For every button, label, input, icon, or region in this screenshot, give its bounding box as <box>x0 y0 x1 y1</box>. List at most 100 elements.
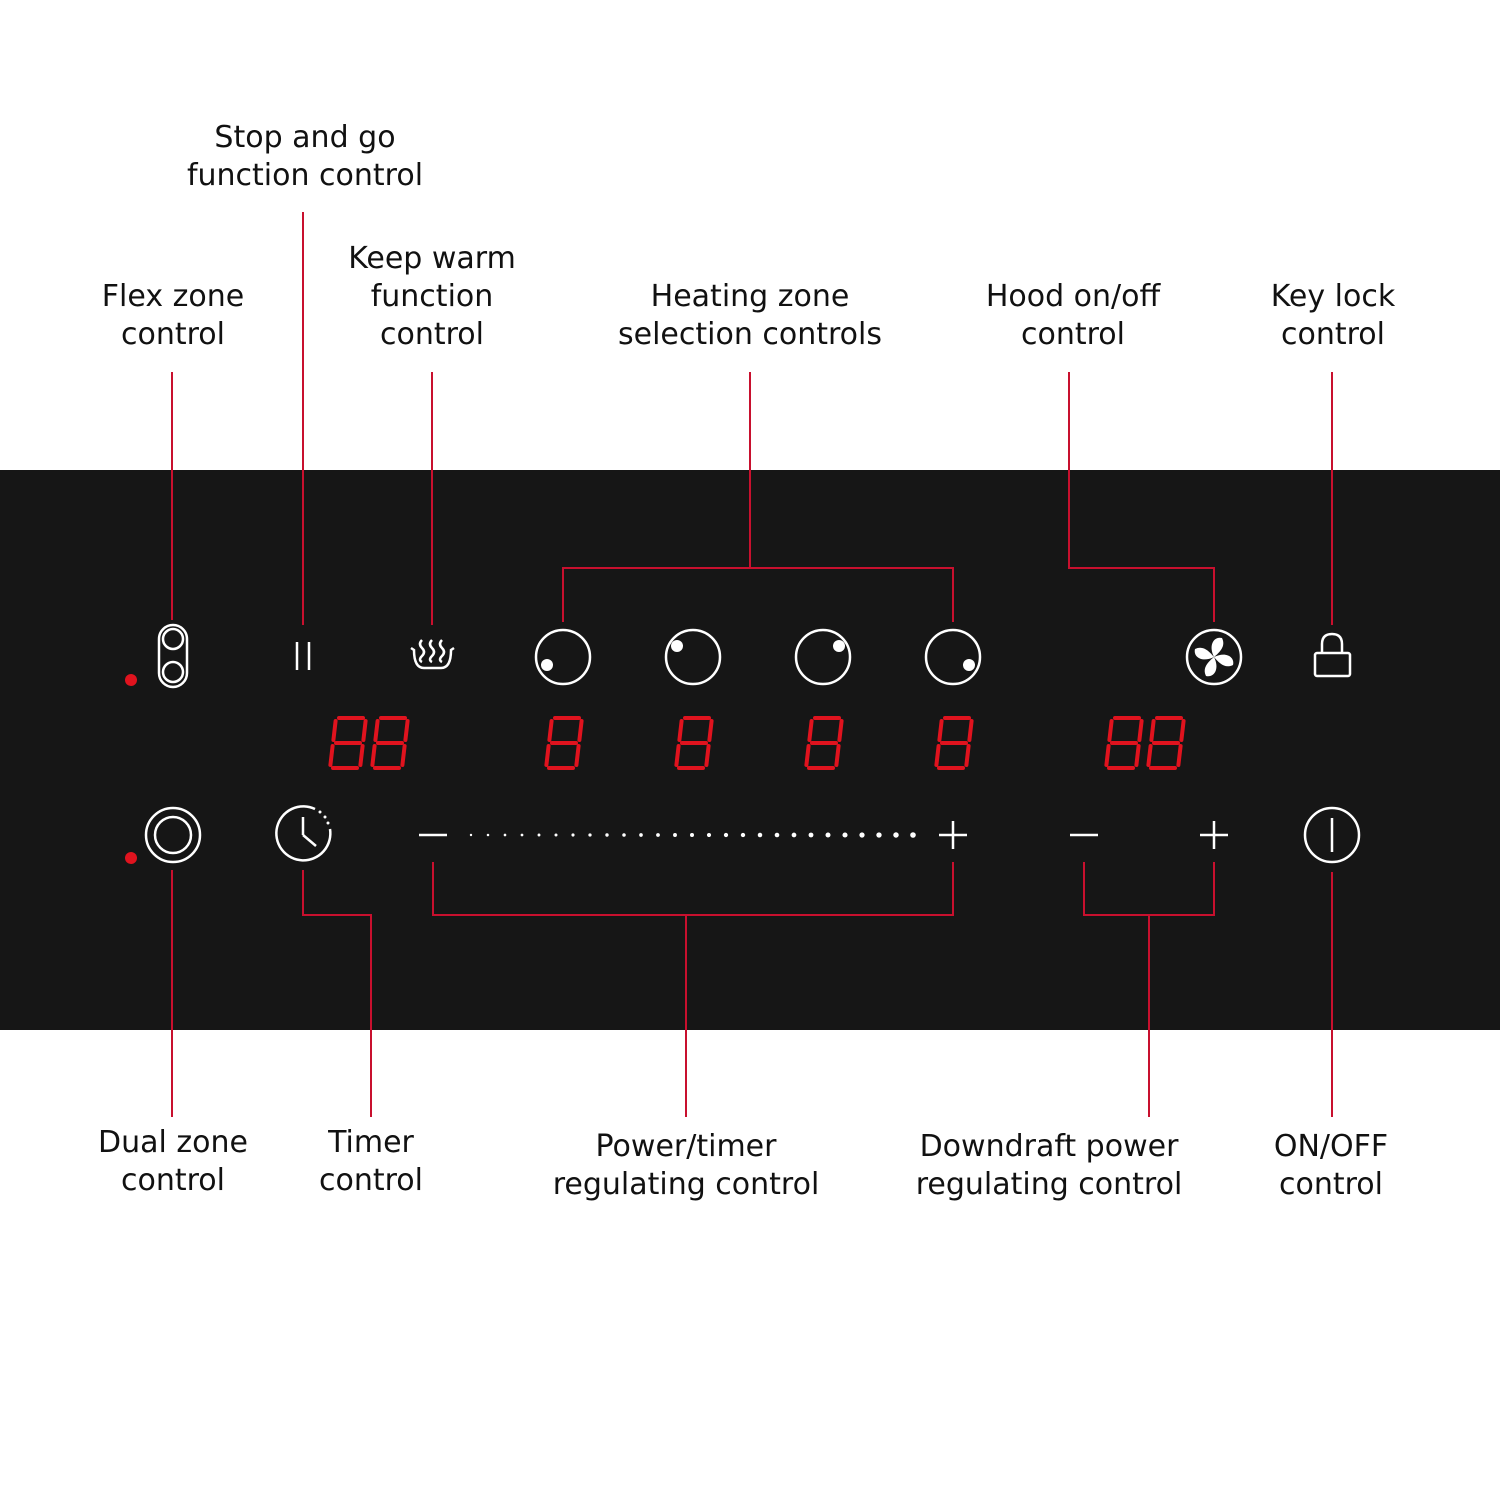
digit-segment <box>834 744 841 767</box>
digit-segment <box>370 744 377 767</box>
leader-timer <box>302 870 372 1117</box>
digit-segment <box>1146 744 1153 767</box>
digit-segment <box>937 719 944 742</box>
digit-segment <box>707 719 714 742</box>
flex-zone-icon[interactable] <box>157 623 189 689</box>
leader-heating-zone-bracket <box>562 567 954 622</box>
zone-4-display-digit <box>934 716 974 770</box>
digit-segment <box>1176 744 1183 767</box>
left-display-digit <box>370 716 410 770</box>
slider-dot <box>639 833 643 837</box>
zone-3-display-digit <box>804 716 844 770</box>
digit-displays <box>328 716 1186 770</box>
digit-segment <box>1104 744 1111 767</box>
digit-segment <box>1179 719 1186 742</box>
digit-segment <box>547 719 554 742</box>
dual-zone-icon[interactable] <box>144 806 202 864</box>
zone-2-display-digit <box>674 716 714 770</box>
label-key-lock: Key lock control <box>1270 279 1396 352</box>
timer-icon[interactable] <box>275 805 332 862</box>
slider-dot <box>520 833 524 837</box>
digit-segment <box>331 719 338 742</box>
label-stop-go: Stop and go function control <box>186 120 424 193</box>
digit-segment <box>967 719 974 742</box>
label-keep-warm: Keep warm function control <box>348 241 516 352</box>
pause-icon[interactable] <box>295 642 311 670</box>
slider-dot <box>825 832 831 838</box>
slider-dot <box>706 832 712 838</box>
label-timer: Timer control <box>319 1125 423 1198</box>
digit-segment <box>934 744 941 767</box>
slider-dot <box>842 832 848 838</box>
slider-dot <box>690 833 694 837</box>
slider-dot <box>774 832 780 838</box>
power-slider-plus-icon[interactable] <box>939 821 967 849</box>
slider-dot <box>486 833 490 837</box>
zone-2-icon[interactable] <box>664 628 722 686</box>
zone-4-icon[interactable] <box>924 628 982 686</box>
digit-segment <box>1107 719 1114 742</box>
digit-segment <box>964 744 971 767</box>
digit-segment <box>403 719 410 742</box>
digit-segment <box>1149 719 1156 742</box>
digit-segment <box>328 744 335 767</box>
slider-dot <box>673 833 677 837</box>
digit-segment <box>1137 719 1144 742</box>
power-icon[interactable] <box>1303 806 1361 864</box>
digit-segment <box>358 744 365 767</box>
dual-zone-led <box>125 852 137 864</box>
leader-hood <box>1068 372 1215 622</box>
digit-segment <box>804 744 811 767</box>
slider-dot <box>503 833 507 837</box>
label-heating-zone: Heating zone selection controls <box>618 279 882 352</box>
label-dual-zone: Dual zone control <box>98 1125 248 1198</box>
digit-segment <box>807 719 814 742</box>
digit-segment <box>704 744 711 767</box>
digit-segment <box>400 744 407 767</box>
label-downdraft: Downdraft power regulating control <box>915 1129 1183 1202</box>
fan-icon[interactable] <box>1185 628 1243 686</box>
slider-dot <box>757 832 763 838</box>
label-on-off: ON/OFF control <box>1273 1129 1389 1202</box>
digit-segment <box>544 744 551 767</box>
label-power-timer: Power/timer regulating control <box>552 1129 820 1202</box>
slider-dot <box>740 832 746 838</box>
digit-segment <box>577 719 584 742</box>
keep-warm-icon[interactable] <box>410 639 455 670</box>
slider-dot <box>554 833 558 837</box>
zone-3-icon[interactable] <box>794 628 852 686</box>
slider-dot <box>808 832 814 838</box>
digit-segment <box>674 744 681 767</box>
slider-dot <box>791 832 797 838</box>
power-slider-track[interactable] <box>469 832 916 838</box>
downdraft-plus-icon[interactable] <box>1200 821 1228 849</box>
flex-zone-led <box>125 674 137 686</box>
slider-dot <box>859 832 865 838</box>
digit-segment <box>837 719 844 742</box>
digit-segment <box>677 719 684 742</box>
slider-dot <box>605 833 609 837</box>
right-display-digit <box>1104 716 1144 770</box>
slider-dot <box>571 833 575 837</box>
slider-dot <box>622 833 626 837</box>
slider-dot <box>876 832 882 838</box>
slider-dot <box>588 833 592 837</box>
zone-1-icon[interactable] <box>534 628 592 686</box>
zone-1-display-digit <box>544 716 584 770</box>
label-hood: Hood on/off control <box>985 279 1161 352</box>
right-display-digit <box>1146 716 1186 770</box>
slider-dot <box>537 833 541 837</box>
slider-dot <box>910 832 916 838</box>
digit-segment <box>361 719 368 742</box>
left-display-digit <box>328 716 368 770</box>
slider-dot <box>469 833 473 837</box>
slider-dot <box>723 832 729 838</box>
digit-segment <box>574 744 581 767</box>
lock-icon[interactable] <box>1313 632 1352 678</box>
slider-dot <box>656 833 660 837</box>
digit-segment <box>373 719 380 742</box>
slider-dot <box>893 832 899 838</box>
digit-segment <box>1134 744 1141 767</box>
